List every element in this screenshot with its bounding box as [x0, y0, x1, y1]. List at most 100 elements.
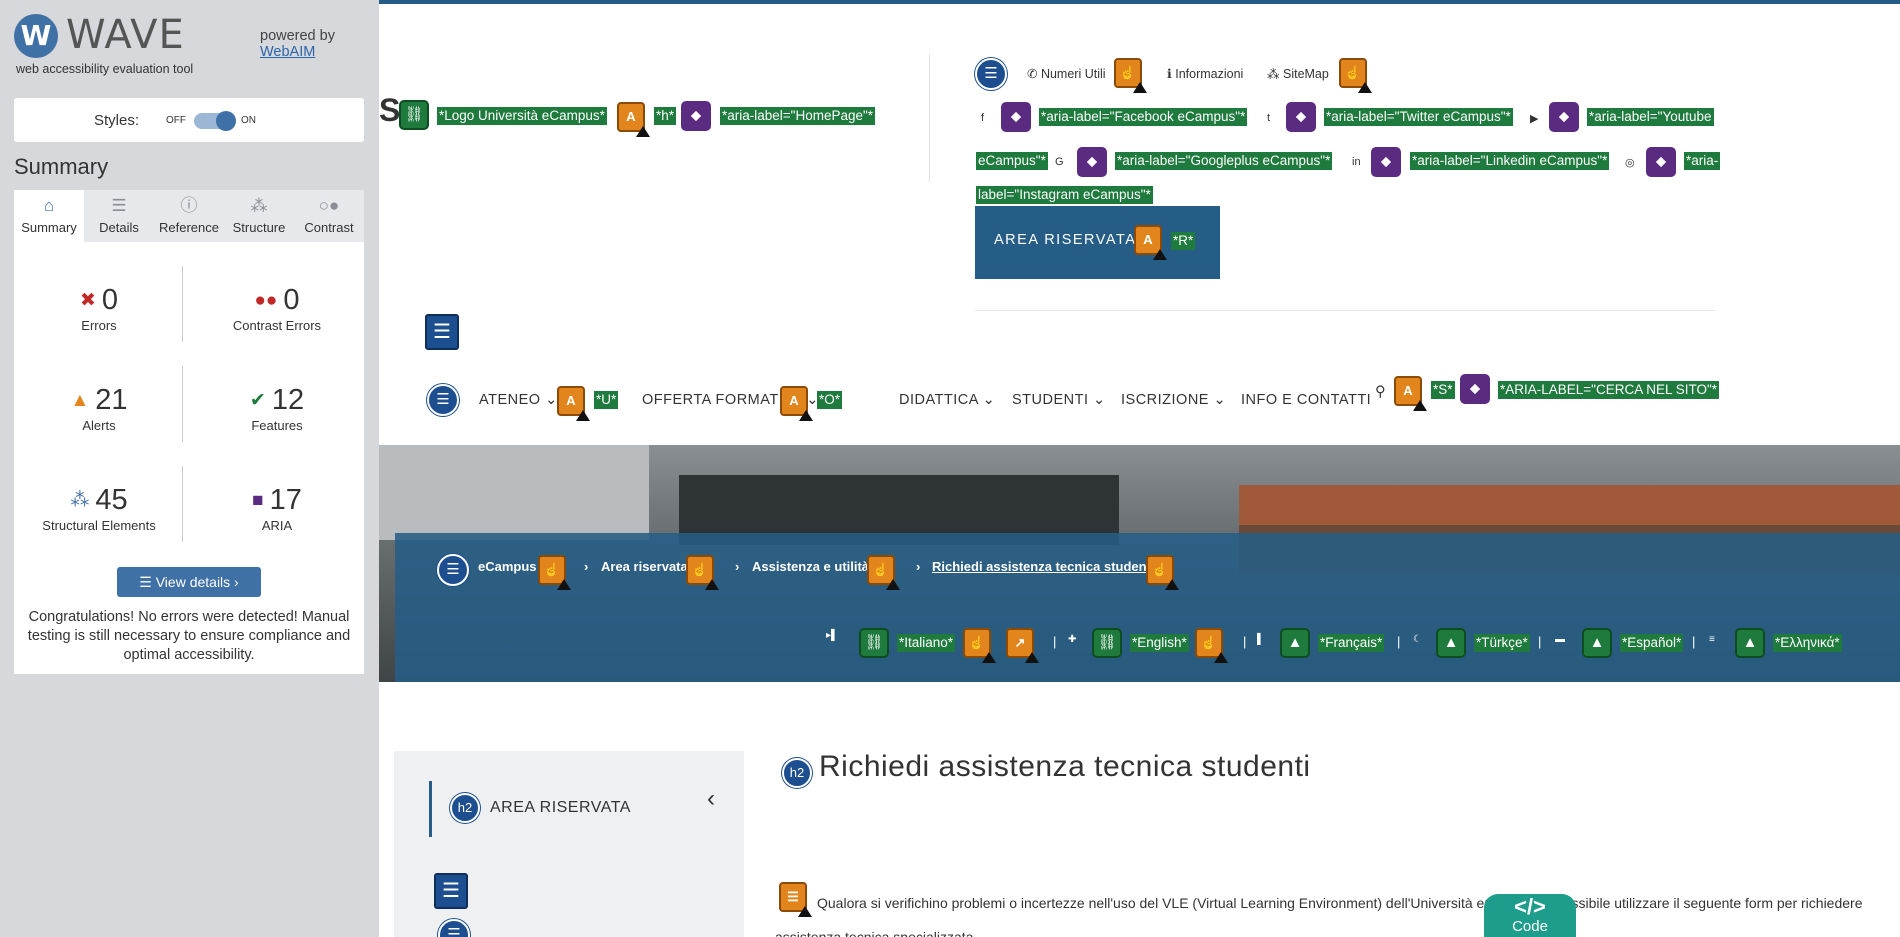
divider	[182, 466, 183, 542]
contrast-errors-stat[interactable]: ●●0 Contrast Errors	[192, 282, 362, 333]
tab-summary-label: Summary	[21, 220, 77, 235]
code-label: Code	[1512, 918, 1548, 935]
lang-francais[interactable]: *Français*	[1318, 634, 1385, 652]
tab-details[interactable]: ☰Details	[84, 190, 154, 242]
error-icon: ✖	[79, 290, 96, 311]
structural-count: 45	[95, 484, 128, 516]
summary-heading: Summary	[14, 154, 109, 179]
styles-toggle[interactable]	[194, 111, 236, 131]
intro-text: Qualora si verifichino problemi o incert…	[775, 895, 1863, 937]
alert-link-icon: ☝	[1339, 58, 1372, 93]
youtube-icon[interactable]: ▶	[1530, 113, 1539, 125]
chevron-left-icon[interactable]: ‹	[707, 785, 715, 812]
info-icon: ℹ	[1167, 67, 1176, 81]
webaim-link[interactable]: WebAIM	[260, 44, 316, 60]
nav-offerta-formativa[interactable]: OFFERTA FORMATIVA ⌄	[642, 392, 819, 408]
structural-stat[interactable]: ⁂45 Structural Elements	[14, 482, 184, 533]
aria-tag-icon: ⬥	[1001, 102, 1031, 132]
alerts-stat[interactable]: ▲21 Alerts	[14, 382, 184, 433]
chevron-down-icon: ⌄	[801, 392, 819, 408]
wave-logo-icon: W	[14, 14, 58, 58]
numeri-utili-label: Numeri Utili	[1040, 67, 1106, 81]
breadcrumb-current[interactable]: Richiedi assistenza tecnica studenti	[932, 559, 1155, 574]
aria-tag-icon: ⬥	[681, 101, 711, 131]
view-details-button[interactable]: ☰ View details ›	[117, 567, 261, 597]
alert-link-icon: ☝	[538, 555, 571, 590]
wave-sidebar: W WAVE web accessibility evaluation tool…	[0, 0, 379, 937]
tab-details-label: Details	[99, 220, 139, 235]
twitter-icon[interactable]: t	[1267, 112, 1271, 124]
h2-icon: h2	[450, 793, 480, 823]
nav-info-contatti[interactable]: INFO E CONTATTI	[1241, 392, 1371, 408]
home-icon: ⌂	[43, 196, 55, 215]
alert-link-icon: ☝	[1195, 628, 1228, 663]
errors-stat[interactable]: ✖0 Errors	[14, 282, 184, 333]
logo-alt-label: *Logo Università eCampus*	[437, 107, 607, 125]
tab-summary[interactable]: ⌂ Summary	[14, 190, 84, 242]
aria-stat[interactable]: ■17 ARIA	[192, 482, 362, 533]
h-label: *h*	[654, 107, 677, 125]
area-riservata-button[interactable]: AREA RISERVATA	[975, 206, 1220, 279]
tab-structure[interactable]: ⁂Structure	[224, 190, 294, 242]
breadcrumb-area-riservata[interactable]: Area riservata	[601, 559, 688, 574]
lang-turkce[interactable]: *Türkçe*	[1474, 634, 1530, 652]
h2-icon: h2	[782, 758, 812, 788]
nav-iscrizione[interactable]: ISCRIZIONE ⌄	[1121, 392, 1226, 408]
tab-contrast[interactable]: ○●Contrast	[294, 190, 364, 242]
numeri-utili-link[interactable]: ✆ Numeri Utili	[1027, 66, 1106, 81]
alert-link-icon: ☝	[1114, 58, 1147, 93]
intro-paragraph: Qualora si verifichino problemi o incert…	[775, 886, 1900, 937]
twitter-aria-label: *aria-label="Twitter eCampus"*	[1324, 108, 1513, 126]
image-icon: ▲	[1280, 628, 1310, 658]
nav-studenti[interactable]: STUDENTI ⌄	[1012, 392, 1106, 408]
lang-english[interactable]: *English*	[1130, 634, 1189, 652]
css-icon: ☰	[425, 314, 459, 350]
linkedin-icon[interactable]: in	[1352, 156, 1361, 168]
divider	[182, 366, 183, 442]
lang-espanol[interactable]: *Español*	[1620, 634, 1684, 652]
home-aria-label: *aria-label="HomePage"*	[720, 107, 876, 125]
lang-greek[interactable]: *Ελληνικά*	[1773, 634, 1842, 652]
google-icon[interactable]: G	[1055, 156, 1064, 168]
list-icon: ☰	[438, 919, 470, 937]
separator: |	[1538, 634, 1542, 649]
informazioni-link[interactable]: ℹ Informazioni	[1167, 66, 1243, 81]
separator: |	[1397, 634, 1401, 649]
aria-label: ARIA	[261, 518, 293, 533]
lang-italiano[interactable]: *Italiano*	[897, 634, 956, 652]
flag-it-icon: ▸▌	[826, 630, 839, 641]
features-stat[interactable]: ✔12 Features	[192, 382, 362, 433]
instagram-aria-label: *aria-	[1684, 152, 1721, 170]
breadcrumb-ecampus[interactable]: eCampus	[478, 559, 537, 574]
google-aria-label: *aria-label="Googleplus eCampus"*	[1115, 152, 1333, 170]
chevron-down-icon: ⌄	[1088, 392, 1106, 408]
tab-structure-label: Structure	[232, 220, 286, 235]
facebook-icon[interactable]: f	[981, 112, 985, 124]
aria-tag-icon: ⬥	[1646, 147, 1676, 177]
code-button[interactable]: </> Code	[1484, 894, 1576, 937]
alert-redirect-icon: ↗	[1006, 628, 1039, 663]
alert-icon: ▲	[70, 390, 90, 411]
contrast-error-icon: ●●	[254, 290, 278, 311]
informazioni-label: Informazioni	[1175, 67, 1244, 81]
search-icon[interactable]: ⚲	[1375, 384, 1387, 400]
divider	[182, 266, 183, 342]
youtube-aria-label: *aria-label="Youtube	[1587, 108, 1714, 126]
sitemap-link[interactable]: ⁂ SiteMap	[1267, 66, 1329, 81]
breadcrumb-assistenza[interactable]: Assistenza e utilità	[752, 559, 870, 574]
list-icon: ☰	[437, 554, 469, 586]
alerts-count: 21	[95, 384, 128, 416]
flag-fr-icon: ▌	[1257, 634, 1265, 645]
nav-ateneo[interactable]: ATENEO ⌄	[479, 392, 558, 408]
wave-subtitle: web accessibility evaluation tool	[16, 62, 194, 76]
o-label: *O*	[817, 391, 843, 409]
instagram-icon[interactable]: ◎	[1625, 157, 1635, 169]
errors-label: Errors	[81, 318, 117, 333]
info-icon: ⓘ	[180, 196, 198, 215]
wave-title: WAVE	[66, 12, 185, 58]
flag-gr-icon: ≡	[1709, 634, 1715, 645]
nav-didattica[interactable]: DIDATTICA ⌄	[899, 392, 995, 408]
aside-title: AREA RISERVATA	[490, 799, 631, 816]
linked-image-icon: ⛓	[859, 628, 889, 658]
